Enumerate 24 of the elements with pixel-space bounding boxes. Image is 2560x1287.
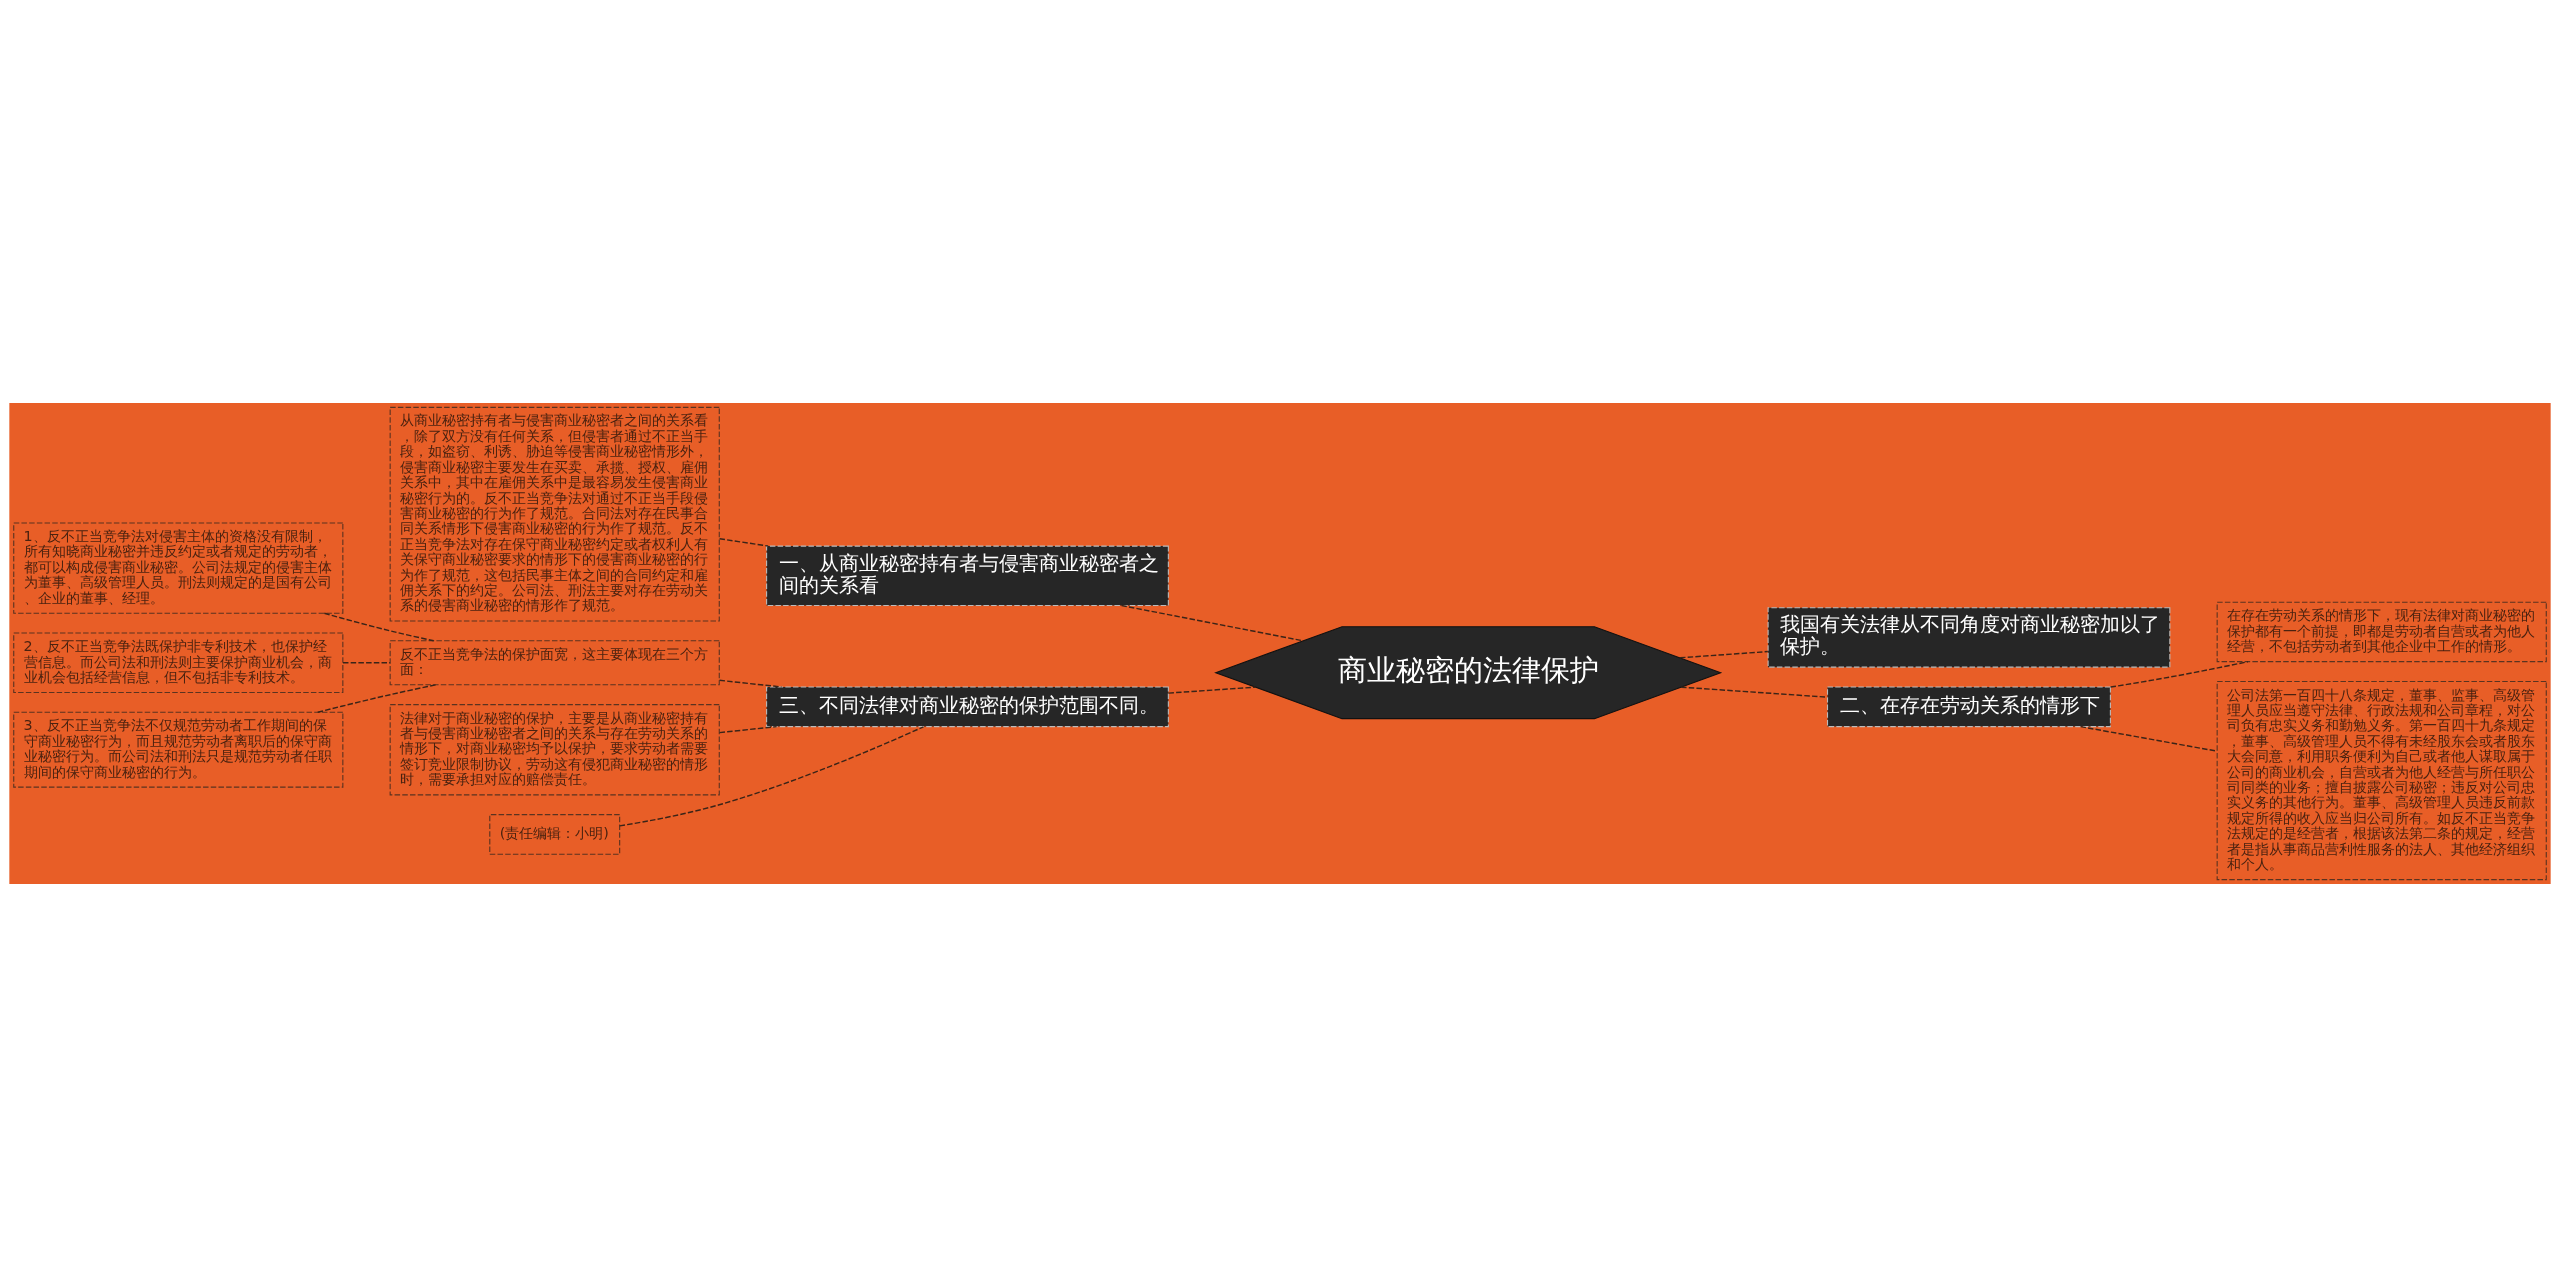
connector <box>718 538 769 547</box>
node-box: 公司法第一百四十八条规定，董事、监事、高级管理人员应当遵守法律、行政法规和公司章程，对公司负有忠实义务和勤勉义务。第一百四十九条规定，董事、高级管理人员不得有未经股东会或者股东大会同意，利用职务便利为自己或者他人谋取属于公司的商业机会，自营或者为他人经营与所任职公司同类的业务；擅自披露公司秘密；违反对公司忠实义务的其他行为。董事、高级管理人员违反前款规定所得的收入应当归公司所有。如反不正当竞争法规定的是经营者，根据该法第二条的规定，经营者是指从事商品营利性服务的法人、其他经济组织和个人。 <box>2216 680 2547 881</box>
connector <box>619 726 925 827</box>
connector <box>2079 725 2218 752</box>
node-box: 在存在劳动关系的情形下，现有法律对商业秘密的保护都有一个前提，即都是劳动者自营或者为他人经营，不包括劳动者到其他企业中工作的情形。 <box>2216 601 2547 663</box>
connector <box>1680 686 1829 698</box>
node-box: (责任编辑：小明) <box>489 814 621 855</box>
connector <box>316 684 437 713</box>
node-box: 二、在存在劳动关系的情形下 <box>1826 686 2111 728</box>
node-box: 法律对于商业秘密的保护，主要是从商业秘密持有者与侵害商业秘密者之间的关系与存在劳动关系的情形下，对商业秘密均予以保护，要求劳动者需要签订竞业限制协议，劳动这有侵犯商业秘密的情形时，需要承担对应的赔偿责任。 <box>389 704 720 796</box>
connector <box>323 612 435 642</box>
node-box: 我国有关法律从不同角度对商业秘密加以了保护。 <box>1767 607 2171 668</box>
node-box: 1、反不正当竞争法对侵害主体的资格没有限制，所有知晓商业秘密并违反约定或者规定的劳动者，都可以构成侵害商业秘密。公司法规定的侵害主体为董事、高级管理人员。刑法则规定的是国有公司、企业的董事、经理。 <box>13 522 344 614</box>
node-box: 从商业秘密持有者与侵害商业秘密者之间的关系看，除了双方没有任何关系，但侵害者通过不正当手段，如盗窃、利诱、胁迫等侵害商业秘密情形外，侵害商业秘密主要发生在买卖、承揽、授权、雇佣关系中，其中在雇佣关系中是最容易发生侵害商业秘密行为的。反不正当竞争法对通过不正当手段侵害商业秘密的行为作了规范。合同法对存在民事合同关系情形下侵害商业秘密的行为作了规范。反不正当竞争法对存在保守商业秘密约定或者权利人有关保守商业秘密要求的情形下的侵害商业秘密的行为作了规范，这包括民事主体之间的合同约定和雇佣关系下的约定。公司法、刑法主要对存在劳动关系的侵害商业秘密的情形作了规范。 <box>389 406 720 622</box>
node-box: 3、反不正当竞争法不仅规范劳动者工作期间的保守商业秘密行为，而且规范劳动者离职后的保守商业秘密行为。而公司法和刑法只是规范劳动者任职期间的保守商业秘密的行为。 <box>13 711 344 788</box>
connector <box>718 725 778 734</box>
node-box: 反不正当竞争法的保护面宽，这主要体现在三个方面： <box>389 640 720 686</box>
node-box: 2、反不正当竞争法既保护非专利技术，也保护经营信息。而公司法和刑法则主要保护商业机会，商业机会包括经营信息，但不包括非专利技术。 <box>13 632 344 694</box>
connector <box>1167 686 1257 694</box>
node-box: 三、不同法律对商业秘密的保护范围不同。 <box>766 686 1169 728</box>
connector <box>342 662 391 664</box>
connector <box>1679 650 1769 659</box>
connector <box>1120 604 1304 642</box>
node-box: 一、从商业秘密持有者与侵害商业秘密者之间的关系看 <box>766 545 1169 607</box>
